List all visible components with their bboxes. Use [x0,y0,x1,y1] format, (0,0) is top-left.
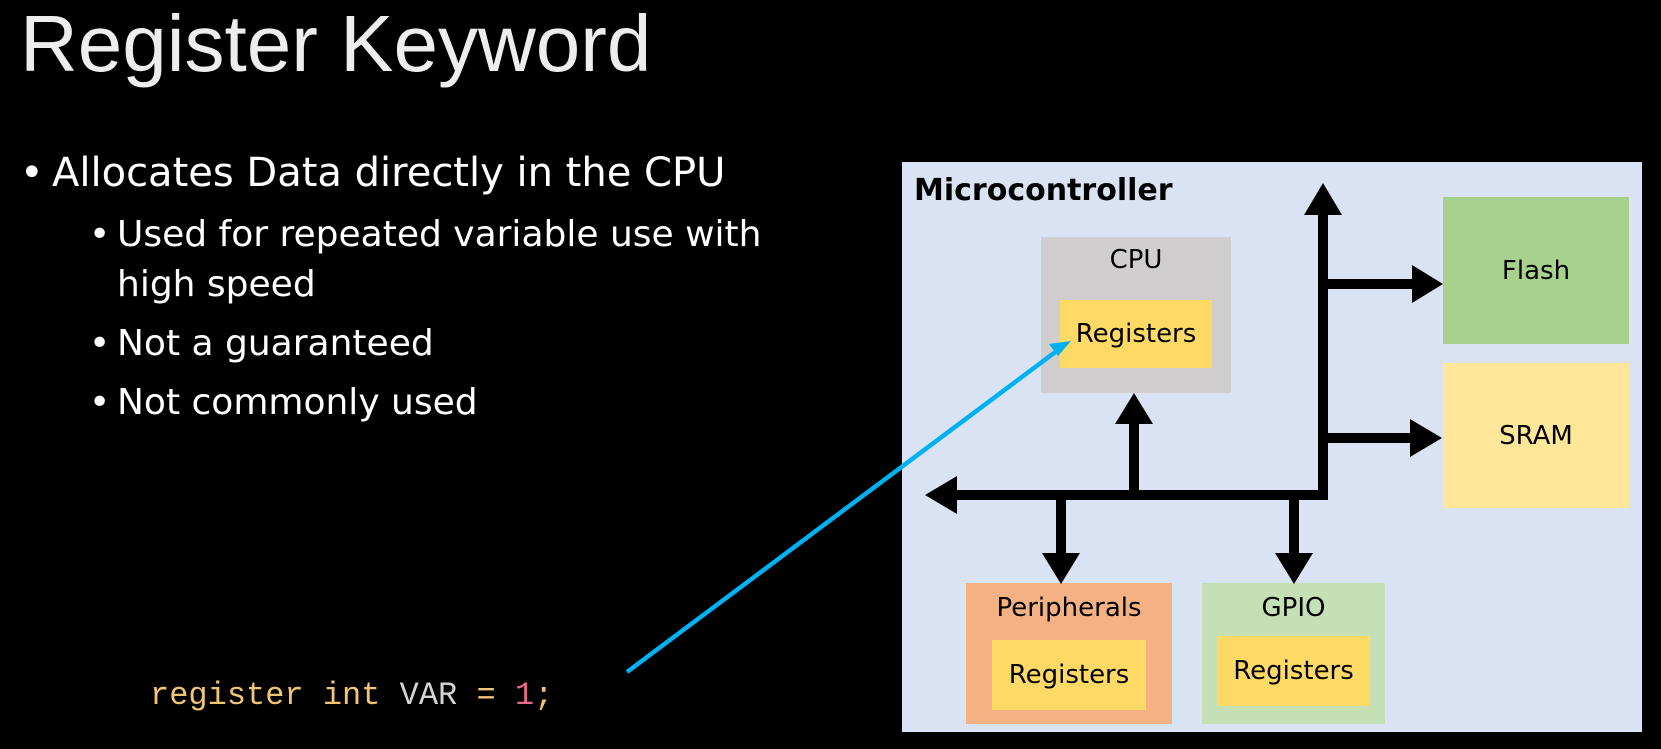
peripherals-connector [1056,495,1066,557]
code-terminator: ; [534,677,554,714]
sub-bullet-repeated-use: • Used for repeated variable use with [89,210,762,260]
sub-bullet-text: Not a guaranteed [117,323,434,364]
bullet-dot: • [89,323,111,364]
gpio-arrow [1275,553,1313,584]
bullet-dot: • [89,382,111,423]
sub-bullet-not-common: • Not commonly used [89,378,478,428]
code-operator: = [476,677,496,714]
gpio-registers: Registers [1217,636,1370,706]
flash-connector [1323,279,1418,289]
sram-label: SRAM [1499,420,1573,451]
sub-bullet-text: high speed [117,264,316,305]
bullet-dot: • [20,150,44,196]
cpu-label: CPU [1109,245,1163,275]
code-snippet: register int VAR = 1; [150,674,553,718]
peripherals-arrow [1042,553,1080,584]
peripherals-registers: Registers [992,640,1146,710]
bus-up-arrow [1304,183,1342,215]
microcontroller-label: Microcontroller [914,173,1173,208]
sub-bullet-text: Not commonly used [117,382,478,423]
bus-horizontal [955,490,1328,500]
bus-left-arrow [925,476,957,514]
pointer-arrowhead [1049,341,1071,356]
pointer-line [625,348,1060,674]
gpio-connector [1289,495,1299,557]
gpio-label: GPIO [1261,593,1326,623]
peripherals-label: Peripherals [996,593,1142,623]
bus-vertical [1318,212,1328,500]
bullet-dot: • [89,214,111,255]
cpu-registers: Registers [1060,300,1212,368]
bullet-text: Allocates Data directly in the CPU [52,150,726,196]
flash-label: Flash [1501,255,1571,286]
code-identifier: VAR [399,677,458,714]
code-keyword-register: register [150,677,304,714]
bullet-main: • Allocates Data directly in the CPU [20,148,726,198]
code-number: 1 [514,677,535,714]
sub-bullet-repeated-use-continued: high speed [117,260,316,310]
sub-bullet-text: Used for repeated variable use with [117,214,762,255]
flash-block: Flash [1443,197,1629,344]
cpu-connector [1129,420,1139,498]
slide-title: Register Keyword [20,0,652,88]
sub-bullet-not-guaranteed: • Not a guaranteed [89,319,434,369]
code-keyword-int: int [322,677,381,714]
cpu-arrow [1115,393,1153,424]
flash-arrow [1412,265,1443,303]
sram-arrow [1410,419,1442,457]
sram-block: SRAM [1443,363,1629,508]
sram-connector [1323,433,1418,443]
